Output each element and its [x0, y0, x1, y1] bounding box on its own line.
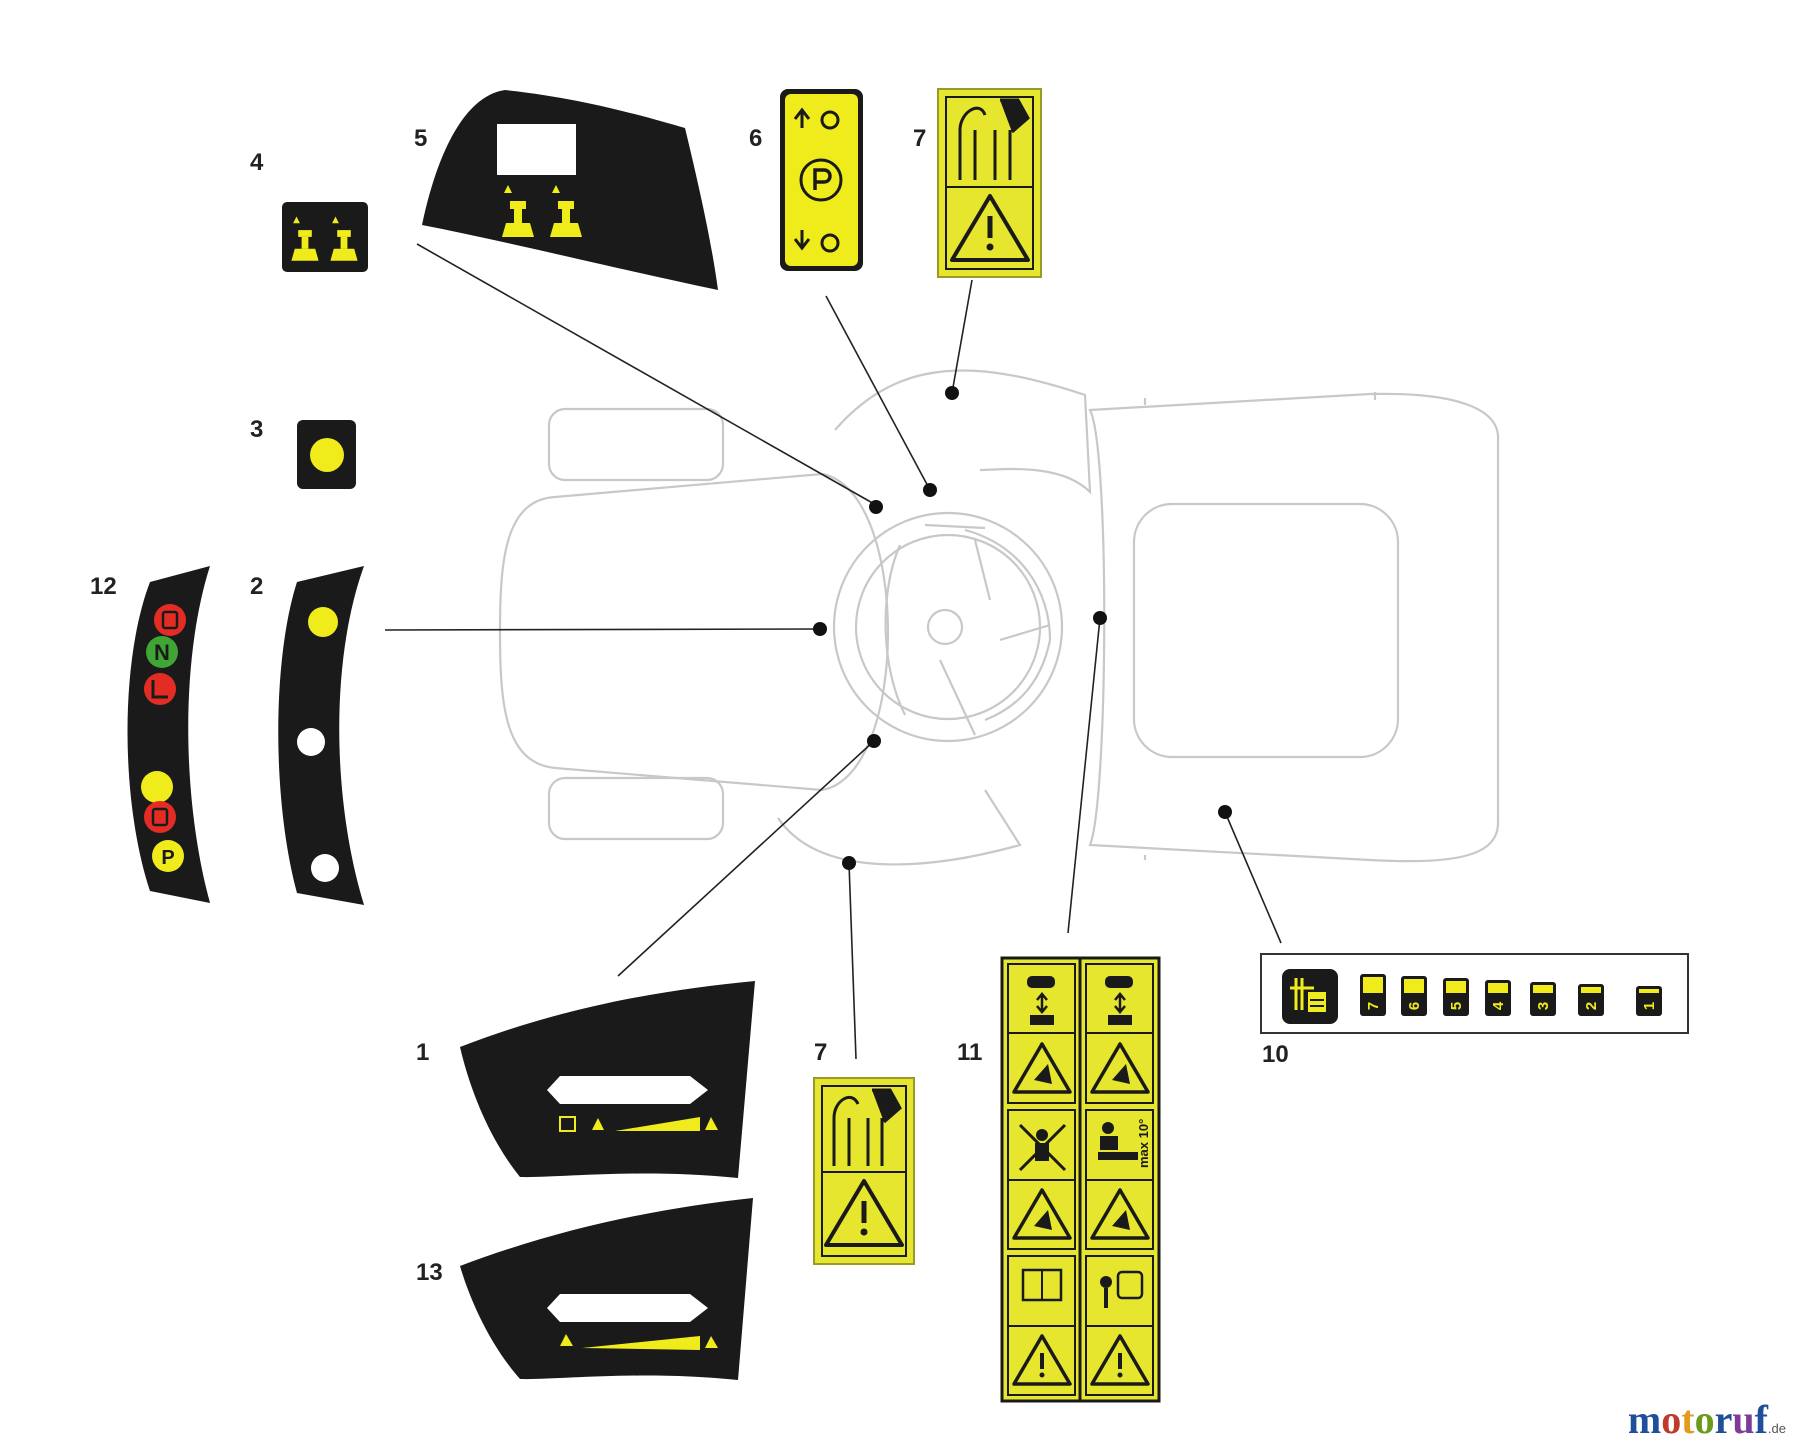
warning-hand-hazard-icon	[832, 1088, 902, 1166]
label-2: 2	[250, 573, 263, 600]
decal-4	[282, 202, 368, 272]
brand-letter: t	[1681, 1397, 1695, 1442]
brand-letter: o	[1694, 1397, 1715, 1442]
height-step-4: 4	[1485, 980, 1511, 1016]
height-step-label: 3	[1535, 1002, 1552, 1010]
height-step-1: 1	[1636, 986, 1662, 1016]
label-13: 13	[416, 1259, 443, 1286]
part-numbers: 4 5 6 7 3 12 2 1 7 11 10 13	[90, 125, 1289, 1286]
height-step-label: 5	[1448, 1002, 1465, 1010]
label-3: 3	[250, 416, 263, 443]
label-10: 10	[1262, 1041, 1289, 1068]
gear-neutral-letter: N	[154, 640, 170, 665]
brand-tld: .de	[1767, 1421, 1786, 1436]
decal-12: N P	[127, 566, 210, 903]
throttle-slider-icon	[560, 1334, 718, 1350]
decal-7-bottom	[813, 1077, 915, 1265]
leader-lines	[384, 243, 1282, 1060]
gear-indicator-icon: N P	[141, 604, 186, 872]
height-step-label: 1	[1641, 1002, 1658, 1010]
throttle-slider-icon	[559, 1116, 718, 1132]
brand-letter: u	[1732, 1397, 1755, 1442]
label-7-bottom: 7	[814, 1039, 827, 1066]
height-step-label: 7	[1365, 1002, 1382, 1010]
label-6: 6	[749, 125, 762, 152]
height-step-7: 7	[1360, 974, 1386, 1016]
decal-11: max 10°	[1000, 956, 1161, 1403]
svg-text:P: P	[161, 847, 174, 869]
decal-7-top	[937, 88, 1042, 278]
max-slope-label: max 10°	[1136, 1119, 1151, 1168]
indicator-lights-icon	[297, 607, 339, 882]
decal-6	[780, 89, 863, 271]
height-step-3: 3	[1530, 982, 1556, 1016]
decal-5	[422, 90, 718, 290]
decal-3	[297, 420, 356, 489]
decal-2	[278, 566, 364, 905]
height-step-5: 5	[1443, 978, 1469, 1016]
decal-10: 7 6 5 4 3 2 1	[1260, 953, 1689, 1034]
label-5: 5	[414, 125, 427, 152]
height-step-2: 2	[1578, 984, 1604, 1016]
leader-dots	[813, 386, 1232, 870]
height-step-label: 4	[1490, 1001, 1507, 1010]
decal-13	[460, 1198, 753, 1380]
brand-wordmark: motoruf	[1628, 1396, 1768, 1443]
brand-letter: r	[1714, 1397, 1733, 1442]
height-steps: 7 6 5 4 3 2 1	[1360, 974, 1662, 1016]
label-1: 1	[416, 1039, 429, 1066]
label-4: 4	[250, 149, 264, 176]
decal-1	[460, 981, 755, 1178]
label-11: 11	[957, 1039, 982, 1066]
label-12: 12	[90, 573, 117, 600]
tractor-outline	[498, 369, 1500, 866]
safety-warnings-icon: max 10°	[1018, 976, 1151, 1308]
height-step-label: 2	[1583, 1002, 1600, 1010]
brand-letter: m	[1627, 1397, 1662, 1442]
height-step-label: 6	[1406, 1002, 1423, 1010]
label-7-top: 7	[913, 125, 926, 152]
cutting-height-icon	[1282, 969, 1338, 1024]
brand-letter: o	[1661, 1397, 1682, 1442]
height-step-6: 6	[1401, 976, 1427, 1016]
yellow-light-icon	[310, 438, 344, 472]
parking-brake-icon	[793, 107, 843, 253]
brand-logo: motoruf.de	[1628, 1396, 1786, 1443]
warning-hand-hazard-icon	[958, 98, 1030, 180]
brand-letter: f	[1754, 1397, 1768, 1442]
